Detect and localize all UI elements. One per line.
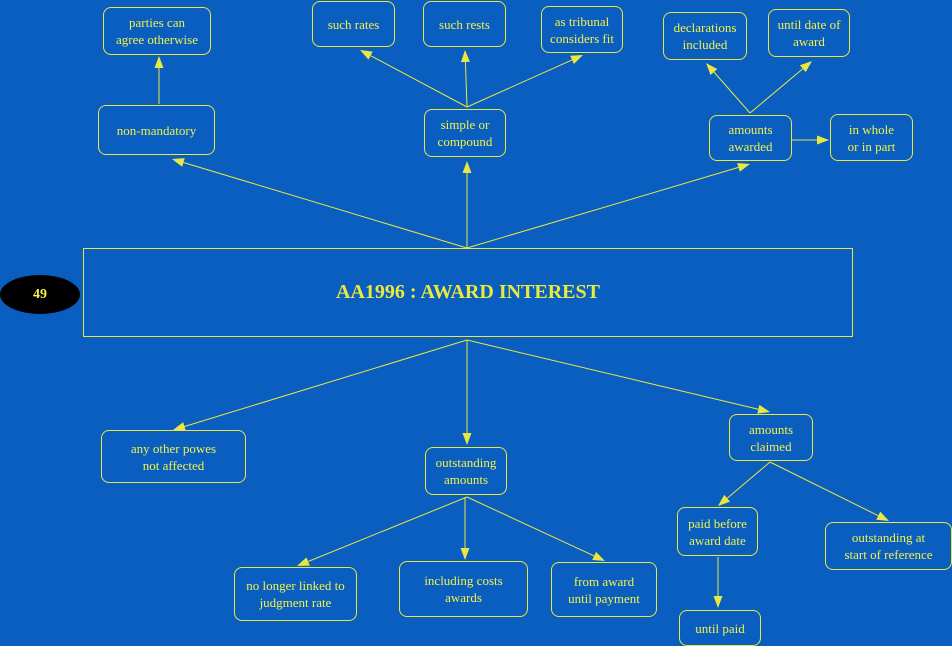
arrowhead-11 xyxy=(462,433,472,445)
arrowhead-8 xyxy=(799,61,812,73)
arrowhead-5 xyxy=(462,161,472,173)
arrowhead-4 xyxy=(570,55,583,65)
node-other-powers: any other powes not affected xyxy=(101,430,246,483)
node-whole-or-part: in whole or in part xyxy=(830,114,913,161)
node-including-costs: including costs awards xyxy=(399,561,528,617)
arrowhead-17 xyxy=(592,551,605,561)
connector-line-1 xyxy=(183,161,468,249)
connector-line-10 xyxy=(184,339,468,427)
arrowhead-6 xyxy=(737,163,750,172)
arrowhead-16 xyxy=(460,548,470,560)
arrowhead-0 xyxy=(154,56,164,68)
connector-line-14 xyxy=(769,461,879,517)
node-such-rates: such rates xyxy=(312,1,395,47)
node-amounts-awarded: amounts awarded xyxy=(709,115,792,161)
arrowhead-2 xyxy=(360,50,373,60)
connector-line-8 xyxy=(749,68,804,114)
connector-line-13 xyxy=(726,461,771,499)
node-non-mandatory: non-mandatory xyxy=(98,105,215,155)
connector-line-2 xyxy=(370,55,468,108)
node-no-longer-linked: no longer linked to judgment rate xyxy=(234,567,357,621)
node-tribunal-fit: as tribunal considers fit xyxy=(541,6,623,53)
node-outstanding-at-start: outstanding at start of reference xyxy=(825,522,952,570)
node-simple-compound: simple or compound xyxy=(424,109,506,157)
connector-line-6 xyxy=(466,166,739,249)
node-paid-before-award: paid before award date xyxy=(677,507,758,556)
arrowhead-15 xyxy=(297,557,310,566)
connector-line-4 xyxy=(466,59,573,108)
central-topic: AA1996 : AWARD INTEREST xyxy=(83,248,853,337)
page-number: 49 xyxy=(33,286,47,302)
arrowhead-18 xyxy=(713,596,723,608)
node-such-rests: such rests xyxy=(423,1,506,47)
arrowhead-9 xyxy=(817,135,829,145)
node-until-paid: until paid xyxy=(679,610,761,646)
arrowhead-12 xyxy=(757,404,770,414)
connector-line-12 xyxy=(466,339,759,410)
node-amounts-claimed: amounts claimed xyxy=(729,414,813,461)
arrowhead-1 xyxy=(172,158,185,167)
node-declarations-included: declarations included xyxy=(663,12,747,60)
arrowhead-7 xyxy=(706,63,718,75)
connector-line-15 xyxy=(307,496,468,562)
connector-line-7 xyxy=(713,71,751,114)
node-award-until-payment: from award until payment xyxy=(551,562,657,617)
node-until-date-of-award: until date of award xyxy=(768,9,850,57)
arrowhead-10 xyxy=(173,422,186,431)
central-topic-title: AA1996 : AWARD INTEREST xyxy=(336,281,600,303)
connector-line-3 xyxy=(464,61,468,108)
arrowhead-3 xyxy=(460,50,470,63)
connector-line-17 xyxy=(466,496,595,557)
page-number-badge: 49 xyxy=(0,275,80,314)
node-outstanding-amounts: outstanding amounts xyxy=(425,447,507,495)
arrowhead-13 xyxy=(718,494,731,506)
node-parties-agree: parties can agree otherwise xyxy=(103,7,211,55)
arrowhead-14 xyxy=(876,511,889,521)
